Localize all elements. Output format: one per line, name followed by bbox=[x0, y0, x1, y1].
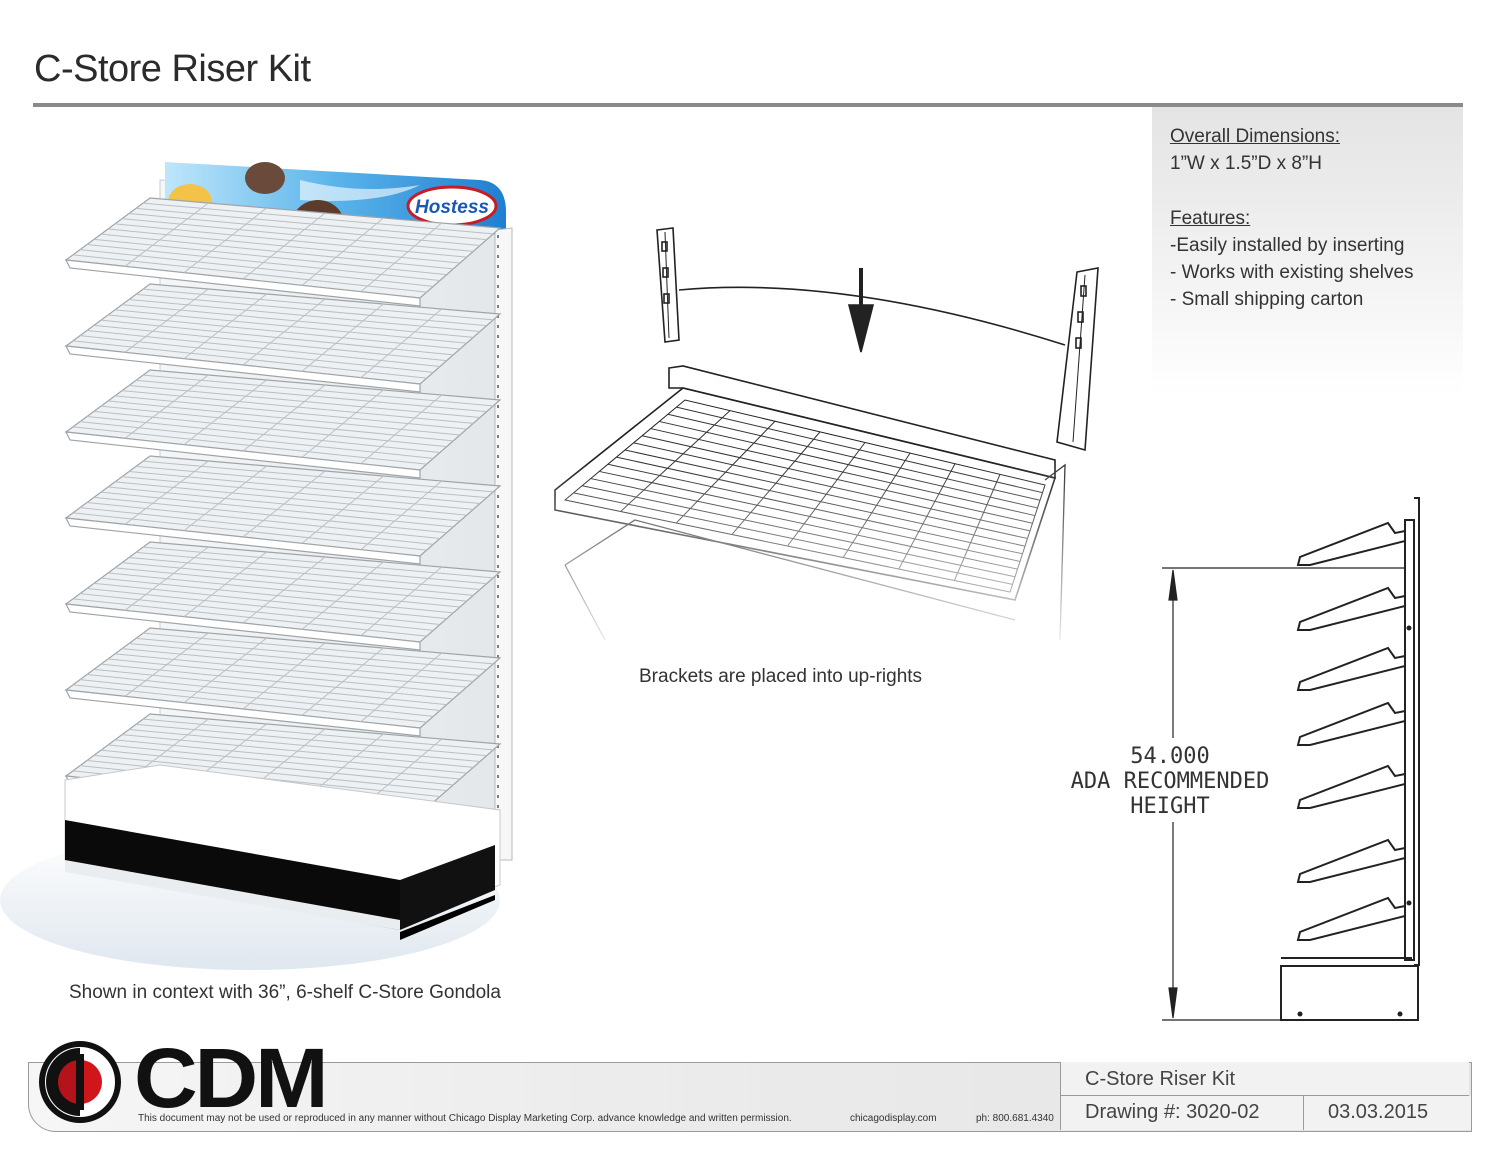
drawing-number: Drawing #: 3020-02 bbox=[1085, 1101, 1260, 1123]
elevation-shelf bbox=[1296, 586, 1406, 631]
elevation-shelf bbox=[1296, 838, 1406, 883]
bracket-caption: Brackets are placed into up-rights bbox=[639, 666, 923, 687]
cdm-logo: CDM bbox=[134, 1031, 329, 1125]
feature-item: -Easily installed by inserting bbox=[1170, 235, 1405, 256]
arrowhead-down-icon bbox=[1168, 987, 1178, 1019]
website: chicagodisplay.com bbox=[850, 1113, 937, 1124]
spec-panel bbox=[1152, 107, 1463, 397]
disclaimer: This document may not be used or reprodu… bbox=[138, 1113, 792, 1124]
feature-item: - Works with existing shelves bbox=[1170, 262, 1414, 283]
bracket-illustration bbox=[545, 220, 1115, 660]
side-elevation-drawing bbox=[1150, 497, 1420, 1021]
page-title: C-Store Riser Kit bbox=[34, 48, 311, 90]
drawing-date: 03.03.2015 bbox=[1328, 1101, 1429, 1123]
dimensions-heading: Overall Dimensions: bbox=[1170, 126, 1340, 147]
title-rule bbox=[33, 103, 1463, 107]
elevation-shelf bbox=[1296, 764, 1406, 809]
elevation-shelf bbox=[1296, 646, 1406, 691]
features-heading: Features: bbox=[1170, 208, 1251, 229]
hostess-logo: Hostess bbox=[415, 197, 489, 218]
dimension-label: ADA RECOMMENDED bbox=[1070, 769, 1270, 794]
arrowhead-up-icon bbox=[1168, 569, 1178, 601]
title-block-date-cell bbox=[1303, 1096, 1471, 1130]
cdm-emblem-icon bbox=[39, 1041, 121, 1123]
title-block-name-cell bbox=[1060, 1062, 1469, 1096]
elevation-shelf bbox=[1296, 896, 1406, 941]
feature-item: - Small shipping carton bbox=[1170, 289, 1364, 310]
title-block-name: C-Store Riser Kit bbox=[1085, 1068, 1236, 1090]
title-block-drawing-cell bbox=[1060, 1096, 1303, 1130]
dimensions-value: 1”W x 1.5”D x 8”H bbox=[1170, 153, 1323, 174]
gondola-caption: Shown in context with 36”, 6-shelf C-Sto… bbox=[69, 982, 501, 1003]
dimension-label: HEIGHT bbox=[1130, 794, 1210, 819]
phone: ph: 800.681.4340 bbox=[976, 1113, 1054, 1124]
gondola-illustration: Hostess bbox=[0, 162, 513, 970]
dimension-value: 54.000 bbox=[1130, 744, 1210, 769]
elevation-shelf bbox=[1296, 701, 1406, 746]
elevation-shelf bbox=[1296, 521, 1406, 566]
